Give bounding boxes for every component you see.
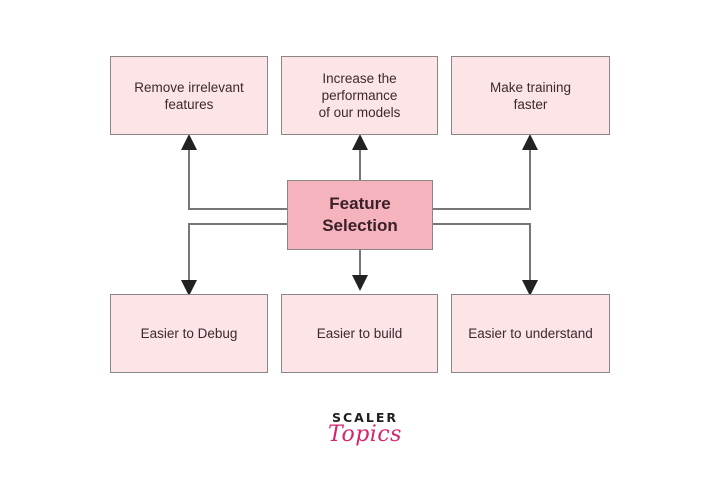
box-easier-to-understand: Easier to understand (451, 294, 610, 373)
box-easier-to-build: Easier to build (281, 294, 438, 373)
box-make-training-faster: Make training faster (451, 56, 610, 135)
connector-to-easier-understand (433, 223, 538, 296)
box-label: Increase the performance of our models (318, 71, 401, 120)
connector-to-easier-debug (181, 223, 287, 296)
connector-to-make-training-faster (433, 134, 538, 210)
logo-topics-text: Topics (328, 422, 402, 447)
box-label: Remove irrelevant features (134, 79, 244, 112)
box-remove-irrelevant-features: Remove irrelevant features (110, 56, 268, 135)
box-increase-performance: Increase the performance of our models (281, 56, 438, 135)
box-feature-selection: Feature Selection (287, 180, 433, 250)
box-label: Easier to Debug (140, 326, 238, 341)
logo-scaler-text: SCALER (332, 410, 398, 425)
box-label: Easier to build (316, 326, 403, 341)
center-label: Feature Selection (322, 194, 398, 235)
box-easier-to-debug: Easier to Debug (110, 294, 268, 373)
box-label: Make training faster (489, 79, 572, 112)
scaler-topics-logo: SCALER Topics (320, 410, 410, 447)
box-label: Easier to understand (468, 326, 593, 341)
connector-to-remove-irrelevant (181, 134, 287, 210)
